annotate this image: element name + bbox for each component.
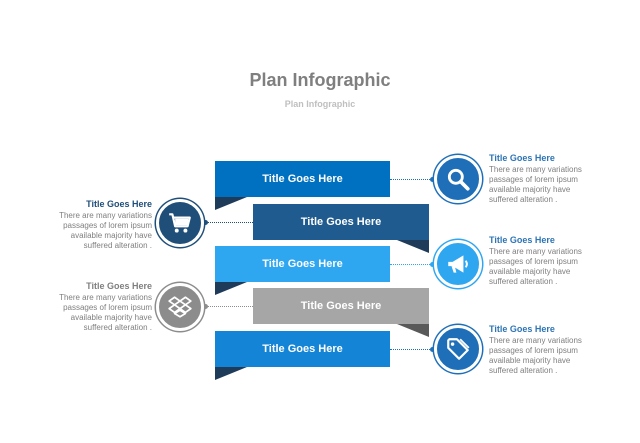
dropbox-icon — [168, 296, 192, 318]
block-2-title: Title Goes Here — [86, 199, 152, 209]
connector-3 — [390, 264, 434, 265]
connector-2 — [206, 222, 253, 223]
ribbon-4: Title Goes Here — [253, 288, 429, 324]
text-block-1: Title Goes Here There are many variation… — [489, 153, 589, 205]
connector-1 — [390, 179, 434, 180]
connector-1-dot — [430, 177, 435, 182]
text-block-3: Title Goes Here There are many variation… — [489, 235, 589, 287]
connector-2-dot — [203, 220, 208, 225]
ribbon-3: Title Goes Here — [215, 246, 390, 282]
block-1-title: Title Goes Here — [489, 153, 555, 163]
dropbox-circle — [156, 283, 204, 331]
megaphone-icon — [448, 255, 468, 273]
block-3-title: Title Goes Here — [489, 235, 555, 245]
block-3-body: There are many variations passages of lo… — [489, 247, 582, 286]
connector-5-dot — [430, 347, 435, 352]
cart-circle — [156, 199, 204, 247]
tag-circle — [434, 325, 482, 373]
block-2-body: There are many variations passages of lo… — [59, 211, 152, 250]
connector-3-dot — [430, 262, 435, 267]
block-4-body: There are many variations passages of lo… — [59, 293, 152, 332]
ribbon-5-fold — [215, 367, 247, 380]
block-5-title: Title Goes Here — [489, 324, 555, 334]
ribbon-2: Title Goes Here — [253, 204, 429, 240]
page-subtitle: Plan Infographic — [284, 99, 356, 109]
search-icon — [447, 168, 470, 191]
page-title: Plan Infographic — [249, 70, 391, 90]
search-circle — [434, 155, 482, 203]
ribbon-1-fold — [215, 197, 247, 210]
block-5-body: There are many variations passages of lo… — [489, 336, 582, 375]
ribbon-3-fold — [215, 282, 247, 295]
text-block-4: Title Goes Here There are many variation… — [52, 281, 152, 333]
text-block-2: Title Goes Here There are many variation… — [52, 199, 152, 251]
block-4-title: Title Goes Here — [86, 281, 152, 291]
connector-4 — [206, 306, 253, 307]
megaphone-circle — [434, 240, 482, 288]
connector-5 — [390, 349, 434, 350]
tag-icon — [447, 338, 470, 360]
text-block-5: Title Goes Here There are many variation… — [489, 324, 589, 376]
ribbon-5: Title Goes Here — [215, 331, 390, 367]
ribbon-4-fold — [397, 324, 429, 337]
block-1-body: There are many variations passages of lo… — [489, 165, 582, 204]
cart-icon — [169, 213, 191, 233]
ribbon-2-fold — [397, 240, 429, 253]
connector-4-dot — [203, 304, 208, 309]
ribbon-1: Title Goes Here — [215, 161, 390, 197]
